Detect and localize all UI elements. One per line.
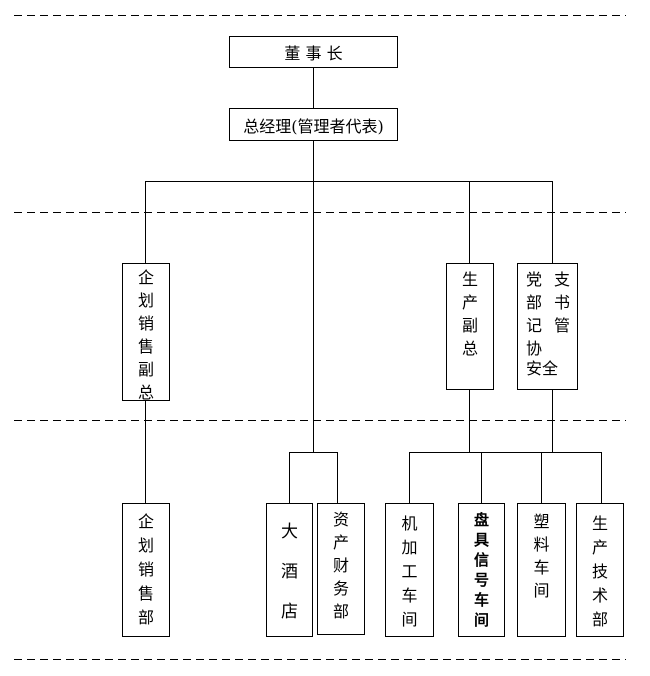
general-manager-box: 总经理(管理者代表): [229, 108, 398, 141]
chairman-label: 董 事 长: [284, 44, 343, 63]
dept-asset-finance-label: 资 产 财 务 部: [332, 510, 349, 621]
dept-production-tech-label: 生 产 技 术 部: [591, 514, 608, 629]
dept-sales-planning-label: 企 划 销 售 部: [137, 512, 154, 627]
vp-production-box: 生 产 副 总: [446, 263, 494, 390]
dept-production-tech-box: 生 产 技 术 部: [576, 503, 624, 637]
dept-hotel-box: 大 酒 店: [266, 503, 313, 637]
dept-machining-label: 机 加 工 车 间: [401, 514, 418, 629]
dept-plastics-label: 塑 料 车 间: [533, 512, 550, 600]
party-branch-bottom: 安全: [526, 359, 559, 378]
dept-asset-finance-box: 资 产 财 务 部: [317, 503, 365, 635]
dept-reel-signal-box: 盘 具 信 号 车 间: [458, 503, 505, 637]
chairman-box: 董 事 长: [229, 36, 398, 68]
dept-reel-signal-label: 盘 具 信 号 车 间: [473, 511, 489, 629]
party-branch-col1: 党 部 记 协: [525, 270, 542, 358]
vp-sales-planning-box: 企 划 销 售 副 总: [122, 263, 170, 402]
vp-production-label: 生 产 副 总: [461, 270, 478, 358]
dept-hotel-label: 大 酒 店: [281, 522, 298, 622]
dept-machining-box: 机 加 工 车 间: [385, 503, 434, 637]
dept-sales-planning-box: 企 划 销 售 部: [122, 503, 170, 637]
vp-sales-planning-label: 企 划 销 售 副 总: [137, 268, 154, 402]
party-branch-box: 党 部 记 协 支 书 管 安全: [517, 263, 578, 390]
party-branch-col2: 支 书 管: [553, 270, 570, 335]
general-manager-label: 总经理(管理者代表): [243, 116, 384, 136]
dept-plastics-box: 塑 料 车 间: [517, 503, 566, 637]
